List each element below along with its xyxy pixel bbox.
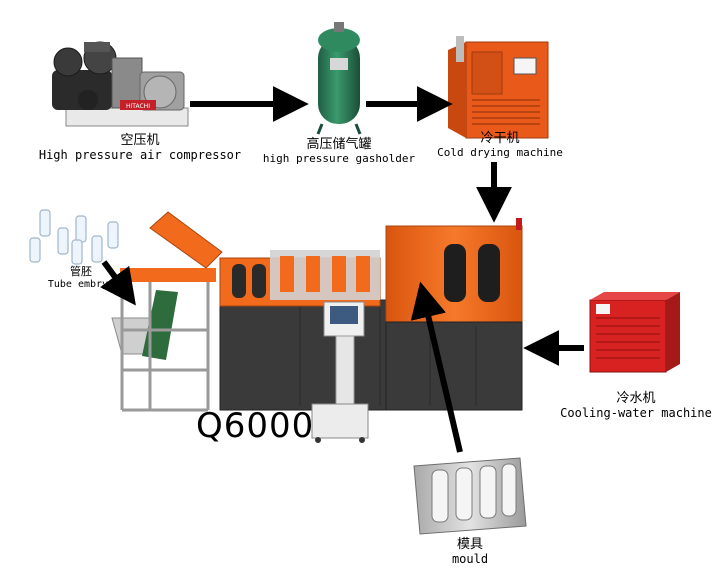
preform-label: 管胚 Tube embryo <box>26 265 136 290</box>
mould-label-en: mould <box>451 551 489 566</box>
compressor-label: 空压机 High pressure air compressor <box>20 133 260 163</box>
mould-label: 模具 mould <box>430 537 510 567</box>
blow-molding-machine-image <box>111 211 523 443</box>
mould-label-zh: 模具 <box>456 537 483 552</box>
gasholder-label-en: high pressure gasholder <box>262 151 416 165</box>
dryer-label-en: Cold drying machine <box>437 145 563 159</box>
compressor-label-zh: 空压机 <box>120 133 160 148</box>
preform-label-zh: 管胚 <box>70 265 92 278</box>
gasholder-tank-image <box>316 22 362 135</box>
chiller-label: 冷水机 Cooling-water machine <box>556 391 716 421</box>
chiller-image <box>589 292 680 373</box>
compressor-brand-mark: HITACHI <box>126 103 150 110</box>
chiller-label-zh: 冷水机 <box>616 391 656 406</box>
compressor-label-en: High pressure air compressor <box>38 147 242 162</box>
chiller-label-en: Cooling-water machine <box>560 405 712 420</box>
cold-dryer-image <box>448 36 549 139</box>
gasholder-label: 高压储气罐 high pressure gasholder <box>262 137 416 166</box>
dryer-label: 冷干机 Cold drying machine <box>430 131 570 160</box>
arrow-preform-to-feeder <box>100 260 136 306</box>
machine-model-label: Q6000 <box>196 406 315 446</box>
mould-image <box>413 457 527 535</box>
preform-image <box>29 209 119 265</box>
dryer-label-zh: 冷干机 <box>480 131 520 146</box>
arrow-mould-to-machine <box>410 281 463 453</box>
gasholder-label-zh: 高压储气罐 <box>306 137 372 152</box>
air-compressor-image: HITACHI <box>52 41 189 127</box>
preform-label-en: Tube embryo <box>47 278 115 290</box>
